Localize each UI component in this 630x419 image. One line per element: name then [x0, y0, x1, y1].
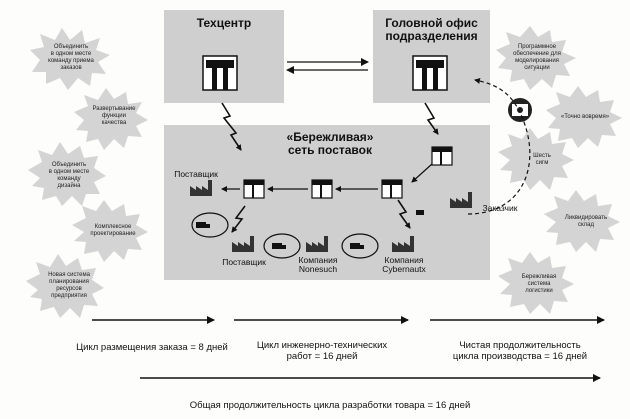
customer-dashed-arrow — [467, 78, 531, 215]
burst-label: Развертывание функции качества — [92, 106, 136, 126]
lean-network-title: «Бережливая» сеть поставок — [286, 130, 374, 157]
burst-shape — [546, 86, 622, 148]
head-office-factory-icon — [412, 55, 448, 91]
burst-shape — [28, 142, 106, 206]
supplier-top-label: Поставщик — [174, 169, 218, 179]
head-office-title: Головной офис подразделения — [385, 16, 478, 43]
burst-shape — [544, 190, 620, 252]
burst-shape — [496, 26, 576, 90]
engineering-cycle-label: Цикл инженерно-технических работ = 16 дн… — [256, 340, 388, 362]
company-cybernautx-label: Компания Cybernautx — [382, 255, 426, 274]
telephone-icon — [508, 98, 532, 122]
burst-label: Комплексное проектирование — [90, 224, 136, 237]
burst-shape — [498, 128, 574, 190]
customer-label: Заказчик — [482, 203, 518, 213]
techcenter-title: Техцентр — [196, 16, 252, 30]
burst-shape — [72, 200, 148, 262]
order-cycle-label: Цикл размещения заказа = 8 дней — [76, 342, 228, 353]
burst-shape — [74, 88, 148, 150]
techcenter-factory-icon — [202, 55, 238, 91]
burst-label: Шесть сигм — [533, 153, 551, 166]
company-nonesuch-label: Компания Nonesuch — [298, 255, 338, 274]
burst-label: «Точно вовремя» — [560, 114, 610, 120]
burst-label: Бережливая система логистики — [521, 274, 557, 294]
burst-shape — [26, 254, 104, 318]
burst-label: Новая система планирования ресурсов пред… — [48, 272, 90, 299]
total-cycle-label: Общая продолжительность цикла разработки… — [189, 400, 471, 411]
burst-shape — [498, 252, 574, 314]
supplier-bottom-label: Поставщик — [222, 257, 266, 267]
burst-label: Объединить в одном месте команду дизайна — [48, 162, 90, 189]
production-cycle-label: Чистая продолжительность цикла производс… — [452, 340, 588, 362]
burst-shape — [30, 28, 110, 90]
burst-label: Ликвидировать склад — [564, 215, 608, 228]
burst-label: Программное обеспечение для моделировани… — [513, 44, 561, 71]
burst-label: Объединить в одном месте команду приема … — [48, 44, 94, 71]
